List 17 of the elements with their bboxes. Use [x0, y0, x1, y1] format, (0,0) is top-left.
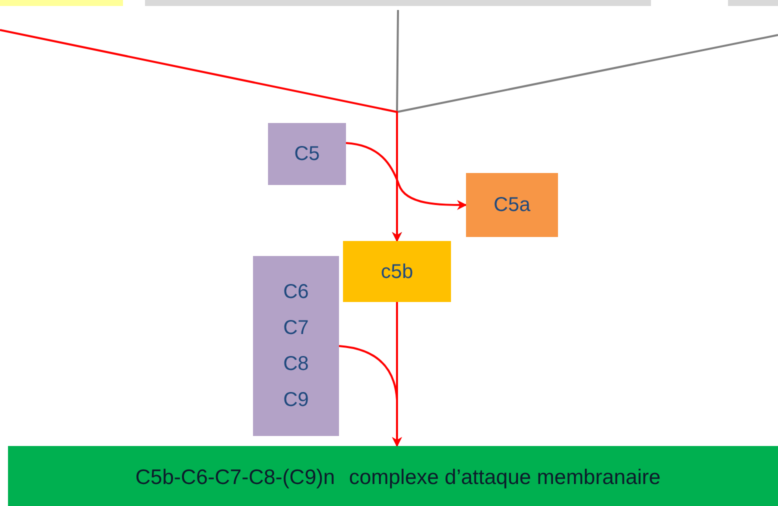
box-label: C7 [283, 317, 309, 339]
box-label: C5 [294, 143, 320, 165]
process-box [343, 241, 451, 302]
process-box [268, 123, 346, 185]
box-label: C5b-C6-C7-C8-(C9)n [135, 466, 335, 490]
process-box [8, 446, 778, 506]
arrow [338, 345, 402, 447]
arrow [0, 29, 402, 242]
box-label: C9 [283, 389, 309, 411]
process-box [466, 173, 558, 237]
box-label: C8 [283, 353, 309, 375]
arrow [346, 142, 467, 210]
process-box [253, 256, 339, 436]
box-label: complexe d’attaque membranaire [348, 466, 661, 490]
box-label: c5b [380, 260, 414, 282]
box-label: C5a [494, 194, 530, 216]
box-label: C6 [283, 281, 309, 303]
